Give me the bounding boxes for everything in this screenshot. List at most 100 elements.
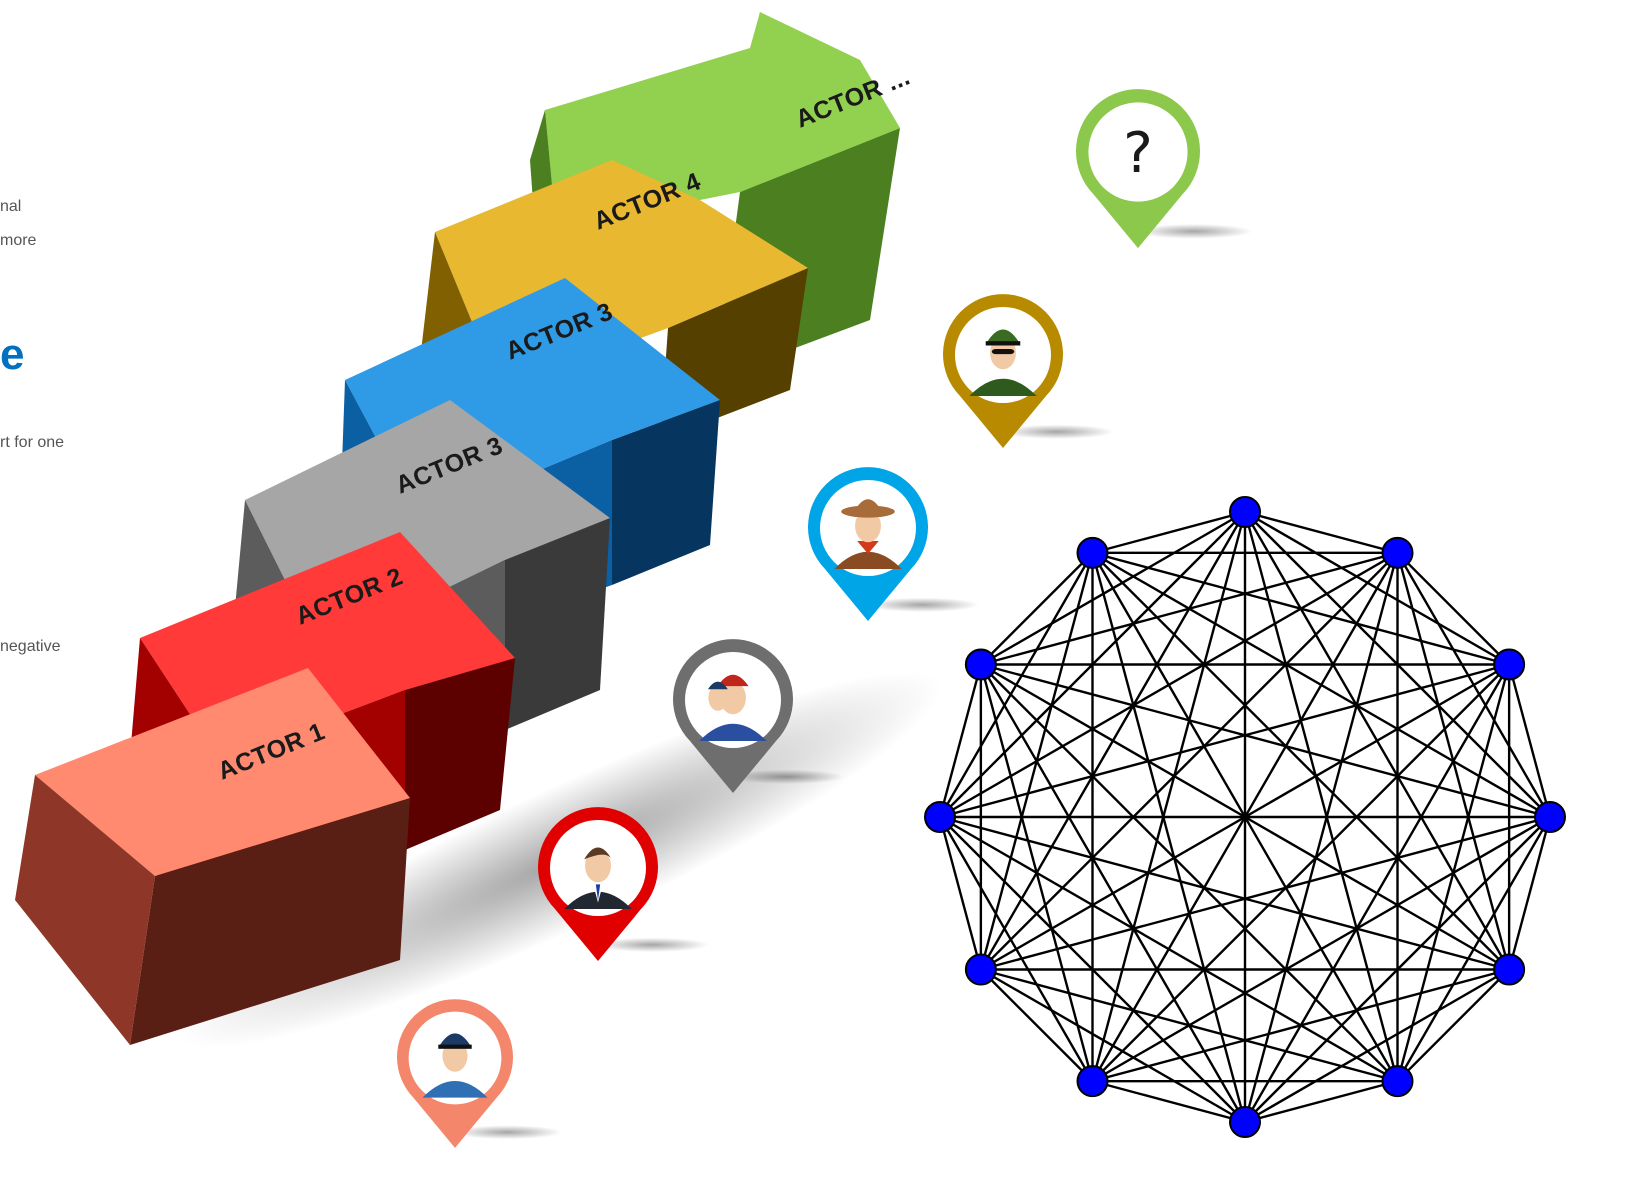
helmet bbox=[717, 674, 749, 687]
graph-edge bbox=[1244, 510, 1398, 555]
police-officer-body bbox=[422, 1080, 488, 1098]
necktie bbox=[595, 884, 601, 901]
graph-node bbox=[1381, 536, 1414, 569]
graph-node bbox=[1076, 1065, 1109, 1098]
military-officer-pin bbox=[943, 294, 1114, 448]
hair bbox=[584, 847, 612, 860]
cap-crown bbox=[439, 1033, 471, 1047]
graph-edge bbox=[938, 816, 983, 970]
graph-edge bbox=[1091, 551, 1551, 819]
graph-edge bbox=[938, 816, 1094, 1082]
side-heading: e bbox=[0, 330, 25, 379]
pin-shadow bbox=[452, 1125, 563, 1140]
police-officer-icon bbox=[422, 1033, 488, 1098]
graph-edge bbox=[980, 552, 1399, 971]
graph-node bbox=[1229, 1106, 1261, 1138]
pin-shadow bbox=[865, 597, 979, 612]
pin-shadow bbox=[1134, 223, 1253, 239]
businessman-icon bbox=[564, 847, 632, 910]
graph-edge bbox=[979, 663, 1247, 1123]
step1-front-face bbox=[15, 775, 155, 1045]
graph-node bbox=[1076, 536, 1109, 569]
graph-node bbox=[1493, 953, 1526, 986]
graph-edge bbox=[1091, 663, 1510, 1082]
graph-node bbox=[924, 801, 956, 833]
emergency-workers-body bbox=[699, 723, 767, 742]
question-mark-text: ? bbox=[1123, 121, 1153, 186]
graph-edge bbox=[980, 552, 1094, 666]
businessman-face bbox=[585, 849, 611, 883]
graph-edge bbox=[1396, 968, 1510, 1082]
police-cap bbox=[707, 681, 728, 690]
emergency-workers-pin bbox=[673, 639, 844, 793]
cowboy-body bbox=[834, 551, 902, 570]
hat-brim bbox=[841, 505, 895, 518]
graph-edge bbox=[938, 552, 1094, 818]
graph-edge bbox=[980, 663, 1399, 1082]
step2-side-face bbox=[405, 658, 515, 850]
graph-edge bbox=[1092, 551, 1510, 666]
businessman-pin bbox=[538, 807, 709, 961]
graph-nodes bbox=[924, 496, 1566, 1138]
side-text-line-3: rt for one bbox=[0, 434, 65, 451]
graph-edges bbox=[938, 510, 1552, 1124]
step3-side-face bbox=[505, 518, 610, 730]
emergency-workers-icon bbox=[699, 674, 767, 742]
graph-edge bbox=[939, 663, 1510, 819]
military-officer-icon bbox=[969, 329, 1037, 397]
emergency-workers-face bbox=[720, 681, 746, 715]
graph-node bbox=[964, 953, 997, 986]
graph-node bbox=[1493, 648, 1526, 681]
graph-edge bbox=[1091, 552, 1510, 971]
graph-edge bbox=[980, 815, 1551, 971]
step-actor-1 bbox=[15, 668, 410, 1045]
graph-edge bbox=[979, 552, 1094, 970]
cowboy-pin bbox=[808, 467, 979, 621]
graph-node bbox=[1229, 496, 1261, 528]
graph-edge bbox=[1092, 510, 1246, 555]
graph-edge bbox=[1091, 552, 1247, 1123]
graph-edge bbox=[1507, 664, 1552, 818]
graph-edge bbox=[980, 968, 1094, 1082]
cap-crown bbox=[986, 329, 1020, 343]
graph-edge bbox=[980, 663, 1551, 819]
graph-edge bbox=[979, 664, 1094, 1082]
graph-edge bbox=[980, 968, 1246, 1124]
graph-edge bbox=[1091, 552, 1399, 1082]
graph-edge bbox=[1243, 552, 1399, 1123]
sunglasses bbox=[991, 348, 1015, 355]
pin-inner-circle bbox=[1088, 102, 1188, 202]
bandana bbox=[857, 540, 879, 554]
graph-edge bbox=[1243, 511, 1399, 1082]
graph-edge bbox=[939, 815, 1510, 971]
question-mark-icon: ? bbox=[1123, 121, 1153, 186]
pin-shadow bbox=[730, 769, 844, 784]
policeman-pin bbox=[397, 999, 563, 1148]
cowboy-icon bbox=[834, 499, 902, 570]
graph-edge bbox=[1091, 511, 1247, 1082]
cap-visor bbox=[438, 1044, 472, 1049]
side-text-line-4: negative bbox=[0, 638, 61, 655]
graph-node bbox=[964, 648, 997, 681]
pin-shadow bbox=[1000, 424, 1114, 439]
step1-side-face bbox=[130, 798, 410, 1045]
graph-edge bbox=[938, 664, 983, 818]
graph-node bbox=[1534, 801, 1566, 833]
graph-edge bbox=[1507, 816, 1552, 970]
graph-edge bbox=[1244, 1079, 1398, 1124]
graph-node bbox=[1381, 1065, 1414, 1098]
hat-crown bbox=[854, 499, 882, 512]
actor-pins: ? bbox=[397, 89, 1253, 1148]
cowboy-face bbox=[855, 509, 881, 543]
unknown-actor-pin: ? bbox=[1076, 89, 1253, 249]
second-worker-face bbox=[708, 684, 728, 711]
graph-edge bbox=[1092, 1079, 1246, 1124]
side-text-line-1: nal bbox=[0, 198, 22, 215]
graph-edge bbox=[939, 815, 1399, 1083]
pin-shadow bbox=[595, 937, 709, 952]
graph-edge bbox=[1396, 552, 1510, 666]
side-text-line-2: more bbox=[0, 232, 37, 249]
military-officer-body bbox=[969, 378, 1037, 397]
